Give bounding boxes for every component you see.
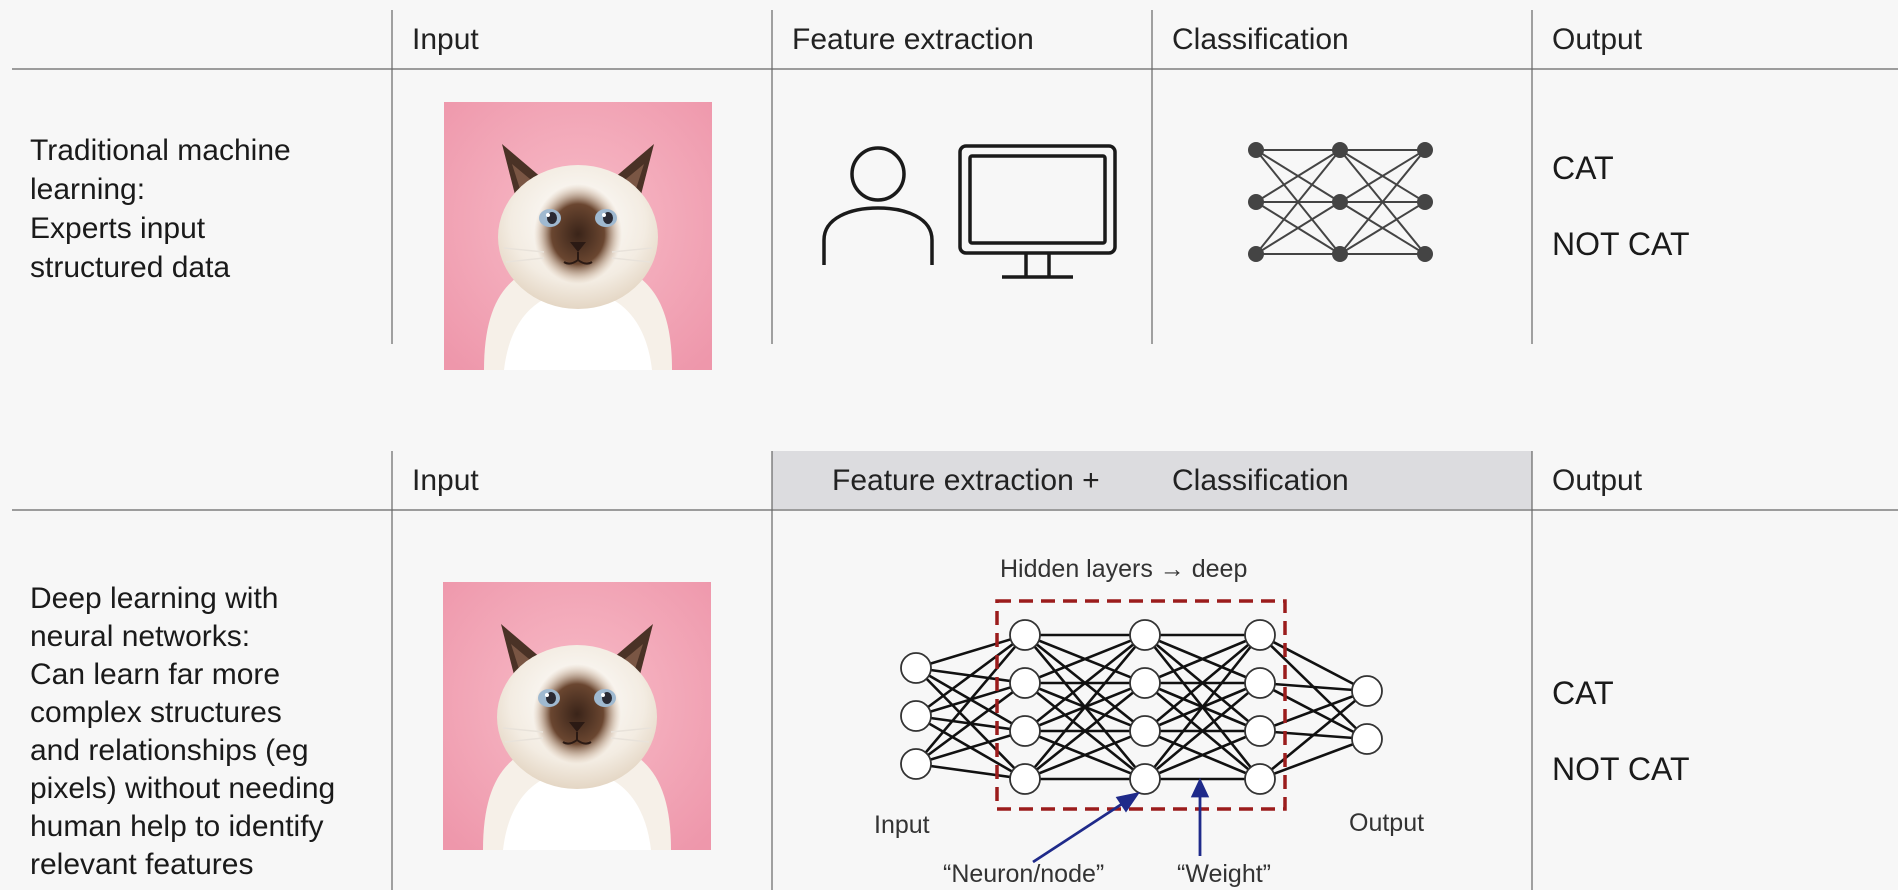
neuron-arrowhead <box>1115 791 1141 813</box>
top-output-not-cat: NOT CAT <box>1552 226 1689 262</box>
network-weight-edge <box>1024 681 1146 781</box>
neuron-node <box>1129 715 1161 747</box>
neuron-node <box>1244 667 1276 699</box>
annotation-arrows <box>1032 777 1210 864</box>
bottom-section: Input Feature extraction + Classificatio… <box>12 451 1898 890</box>
network-weight-edge <box>1144 633 1261 685</box>
network-weight-edge <box>915 634 1026 765</box>
neuron-node <box>1351 675 1383 707</box>
neuron-node <box>1009 715 1041 747</box>
network-weight-edge <box>1024 633 1146 685</box>
bottom-classification-header: Classification <box>1172 464 1349 497</box>
network-weight-edge <box>915 633 1026 718</box>
top-output-cat: CAT <box>1552 150 1614 186</box>
weight-label: “Weight” <box>1177 860 1271 888</box>
neuron-node <box>1129 619 1161 651</box>
top-description-line: learning: <box>30 173 145 206</box>
neuron-node-label: “Neuron/node” <box>943 860 1104 888</box>
network-node <box>1417 194 1433 210</box>
neuron-node <box>900 652 932 684</box>
network-weight-edge <box>1259 689 1368 733</box>
network-node <box>1248 194 1264 210</box>
network-edge <box>1255 149 1341 203</box>
network-node <box>1417 142 1433 158</box>
network-icon <box>1248 142 1433 262</box>
network-weight-edge <box>1259 633 1368 693</box>
network-node <box>1332 246 1348 262</box>
neuron-node <box>900 748 932 780</box>
network-edge <box>1339 149 1426 203</box>
hidden-layers-box <box>995 599 1287 811</box>
neuron-node <box>1009 763 1041 795</box>
top-feature-extraction-header: Feature extraction <box>792 23 1034 56</box>
cat-photo <box>444 102 712 370</box>
neuron-node <box>1244 715 1276 747</box>
network-weight-edge <box>1144 682 1261 780</box>
network-weight-edge <box>1259 737 1368 781</box>
neuron-node <box>900 700 932 732</box>
top-output-header: Output <box>1552 23 1643 56</box>
network-output-label: Output <box>1349 809 1424 837</box>
hidden-layers-title: Hidden layers → deep <box>1000 555 1247 583</box>
top-input-header: Input <box>412 23 479 56</box>
network-weight-edge <box>915 633 1026 670</box>
bottom-description: Deep learning with neural networks: Can … <box>30 582 335 881</box>
top-description-line: structured data <box>30 251 230 284</box>
top-description-line: Experts input <box>30 212 206 245</box>
network-node <box>1332 142 1348 158</box>
neuron-arrow <box>1032 798 1129 864</box>
network-input-label: Input <box>874 811 930 839</box>
bottom-output-cat: CAT <box>1552 675 1614 711</box>
network-edge <box>1255 201 1341 255</box>
neuron-node <box>1009 667 1041 699</box>
network-edge <box>1339 201 1426 255</box>
top-section: Input Feature extraction Classification … <box>12 10 1898 370</box>
network-node <box>1248 246 1264 262</box>
network-weight-edge <box>1024 633 1146 733</box>
neuron-node <box>1129 763 1161 795</box>
network-weight-edge <box>915 762 1026 781</box>
bottom-description-line: neural networks: <box>30 620 250 653</box>
network-weight-edge <box>1259 689 1368 781</box>
computer-monitor-icon <box>958 144 1117 279</box>
network-weight-edge <box>1143 634 1262 780</box>
neuron-node <box>1351 723 1383 755</box>
bottom-output-header: Output <box>1552 464 1643 497</box>
network-node <box>1332 194 1348 210</box>
bottom-description-line: and relationships (eg <box>30 734 309 767</box>
top-classification-header: Classification <box>1172 23 1349 56</box>
bottom-input-header: Input <box>412 464 479 497</box>
neuron-node <box>1244 619 1276 651</box>
network-weight-edge <box>1144 634 1261 732</box>
neuron-node <box>1129 667 1161 699</box>
neural-network-diagram <box>900 619 1383 795</box>
network-node <box>1417 246 1433 262</box>
network-weight-edge <box>1024 729 1146 781</box>
bottom-description-line: Deep learning with <box>30 582 278 615</box>
weight-arrowhead <box>1190 777 1210 798</box>
bottom-output-not-cat: NOT CAT <box>1552 751 1689 787</box>
network-weight-edge <box>915 729 1026 766</box>
neuron-node <box>1009 619 1041 651</box>
top-description: Traditional machine learning: Experts in… <box>30 134 291 284</box>
network-weight-edge <box>1259 681 1368 693</box>
highlight-header-band <box>772 451 1532 509</box>
network-weight-edge <box>915 681 1026 766</box>
cat-photo <box>443 582 711 850</box>
bottom-description-line: pixels) without needing <box>30 772 335 805</box>
bottom-description-line: relevant features <box>30 848 253 881</box>
bottom-description-line: Can learn far more <box>30 658 280 691</box>
network-edge <box>1255 149 1341 255</box>
network-edge <box>1339 149 1426 255</box>
network-node <box>1248 142 1264 158</box>
bottom-description-line: complex structures <box>30 696 282 729</box>
person-icon <box>822 146 934 265</box>
network-weight-edge <box>1144 729 1261 781</box>
network-weight-edge <box>1024 634 1146 780</box>
bottom-description-line: human help to identify <box>30 810 324 843</box>
neuron-node <box>1244 763 1276 795</box>
bottom-feature-extraction-header: Feature extraction + <box>832 464 1100 497</box>
top-description-line: Traditional machine <box>30 134 291 167</box>
